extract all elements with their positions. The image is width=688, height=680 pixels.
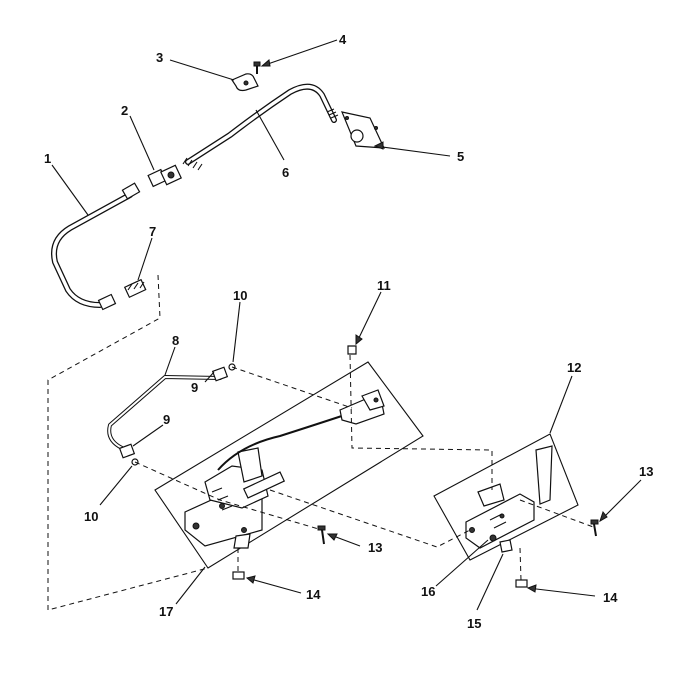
tube-clip [231, 73, 259, 92]
screw-11 [347, 345, 357, 355]
lower-supply-tube [51, 182, 141, 311]
gas-valve-body [184, 405, 373, 549]
callout-labels: 1 2 3 4 5 6 7 8 9 9 10 10 11 12 13 13 14… [44, 32, 653, 631]
callout-16: 16 [421, 584, 435, 599]
dashed-connectors [47, 274, 597, 611]
clip-screw [253, 61, 261, 74]
leader-lines [51, 39, 642, 611]
valve-assembly-frame [154, 361, 424, 569]
callout-5: 5 [457, 149, 464, 164]
callout-1: 1 [44, 151, 51, 166]
callout-9-upper: 9 [191, 380, 198, 395]
leader-arrowheads [245, 59, 608, 593]
gas-supply-tube [182, 83, 339, 171]
callout-8: 8 [172, 333, 179, 348]
washer-16 [489, 534, 497, 542]
screw-13-left [317, 525, 326, 545]
callout-2: 2 [121, 103, 128, 118]
callout-7: 7 [149, 224, 156, 239]
callout-13-right: 13 [639, 464, 653, 479]
callout-6: 6 [282, 165, 289, 180]
callout-14-right: 14 [603, 590, 618, 605]
mounting-plate [341, 111, 385, 149]
burner-assembly-frame [433, 433, 579, 561]
burner-bracket [465, 445, 553, 549]
electrode-15 [499, 539, 513, 553]
screw-13-right [590, 519, 599, 537]
callout-10-upper: 10 [233, 288, 247, 303]
clip-14-left [232, 571, 245, 580]
pilot-tube [107, 375, 222, 450]
callout-9-lower: 9 [163, 412, 170, 427]
nut-upper [211, 366, 229, 382]
callout-3: 3 [156, 50, 163, 65]
callout-4: 4 [339, 32, 347, 47]
clip-14-right [515, 579, 528, 588]
callout-15: 15 [467, 616, 481, 631]
tube-fitting [147, 164, 183, 188]
callout-11: 11 [377, 278, 391, 293]
callout-12: 12 [567, 360, 581, 375]
sensor-bracket [339, 389, 385, 425]
callout-13-left: 13 [368, 540, 382, 555]
orifice-fitting [123, 278, 147, 299]
callout-17: 17 [159, 604, 173, 619]
callout-10-lower: 10 [84, 509, 98, 524]
callout-14-left: 14 [306, 587, 321, 602]
nut-lower [118, 443, 136, 459]
